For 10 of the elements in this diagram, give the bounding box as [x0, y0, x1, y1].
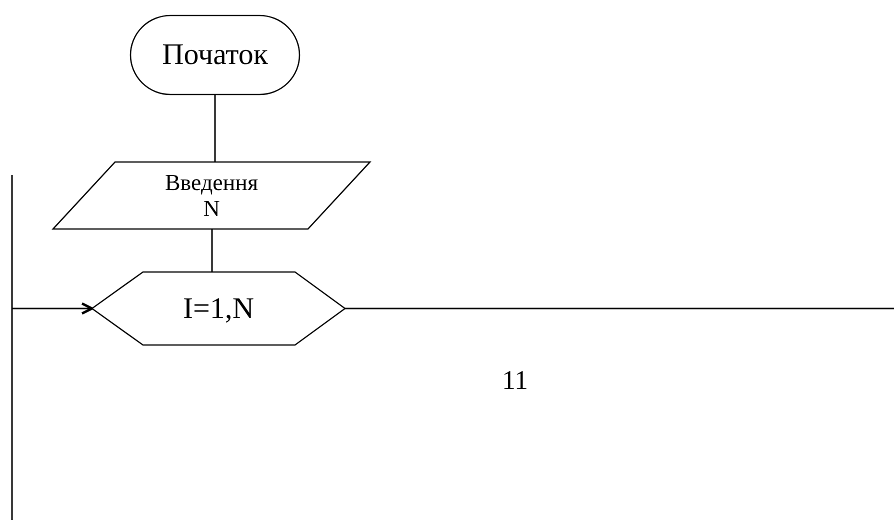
connector-line	[211, 229, 213, 272]
page-number: 11	[502, 365, 528, 396]
arrow	[11, 174, 94, 521]
node-text: I=1,N	[182, 292, 254, 326]
loop-hexagon	[92, 272, 345, 345]
input-parallelogram	[53, 162, 370, 229]
node-text: Введення N	[164, 170, 258, 222]
connector-line	[214, 95, 216, 162]
connector-line	[345, 308, 894, 310]
node-text: Початок	[162, 38, 268, 72]
